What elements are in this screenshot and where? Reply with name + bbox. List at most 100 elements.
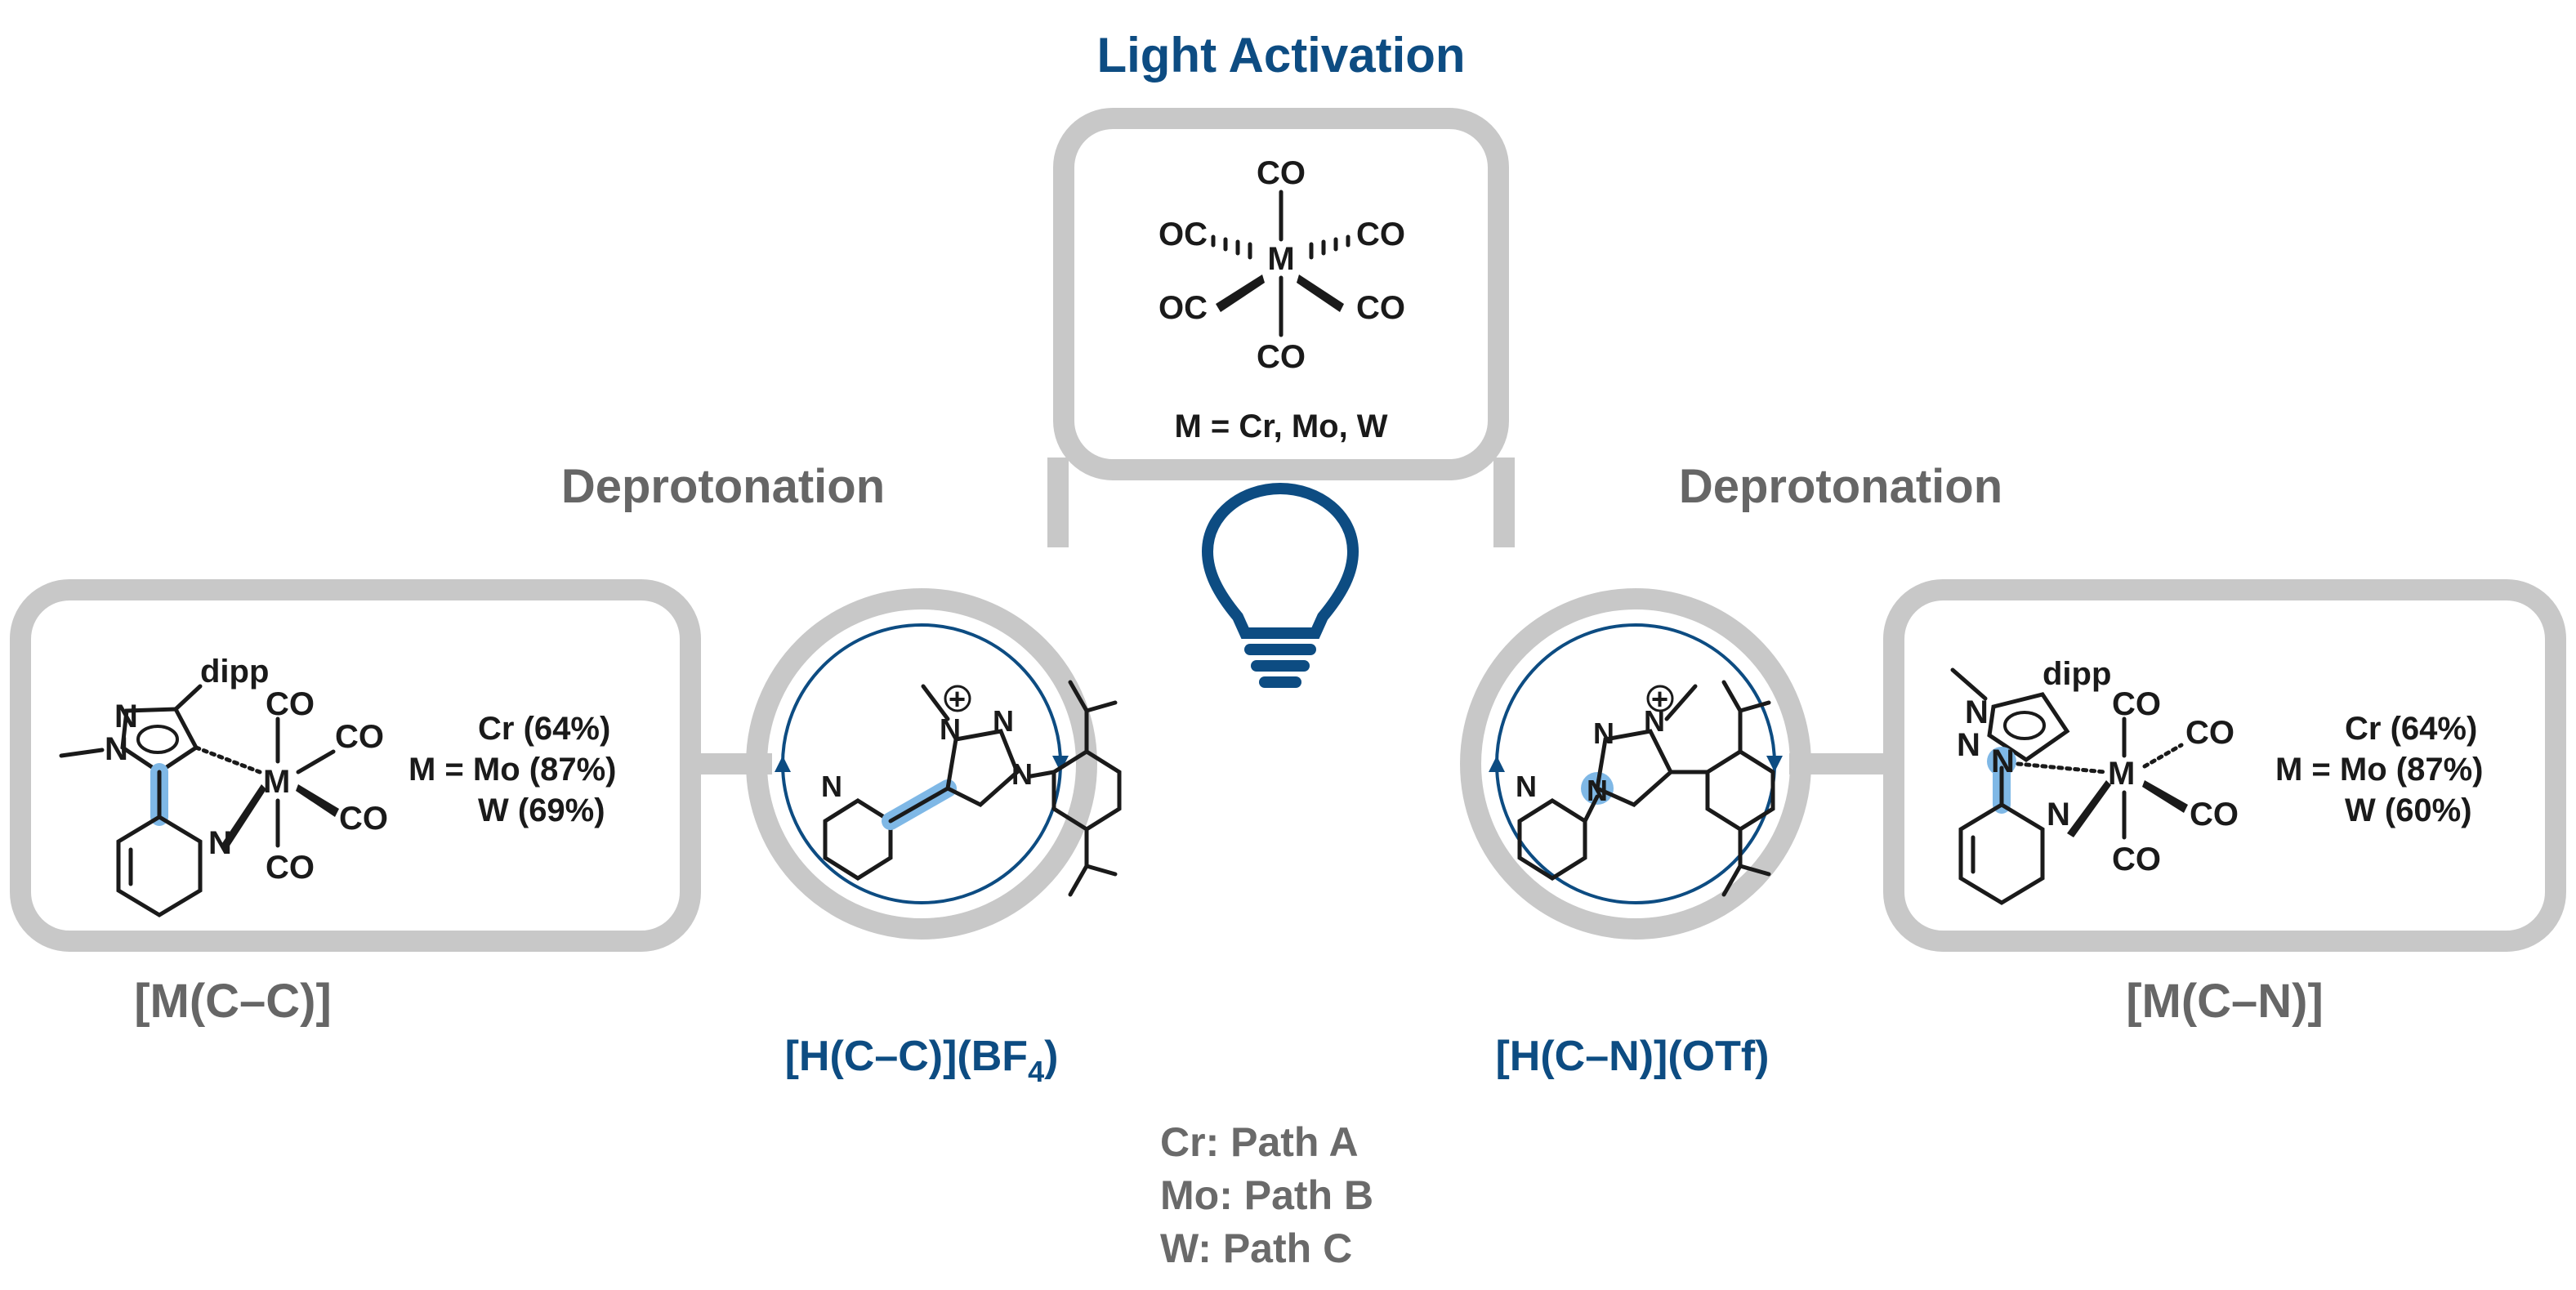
right-metal: M (2108, 756, 2135, 792)
co-upper-left: OC (1159, 216, 1208, 252)
right-ligand-plus-circle (1646, 685, 1674, 712)
right-ligand-name: [H(C–N)](OTf) (1495, 1033, 1769, 1080)
deprotonation-left-title: Deprotonation (561, 460, 885, 513)
left-cycle-arrowhead-right (1052, 756, 1069, 772)
right-triazole-ring (1987, 692, 2070, 763)
left-ligand-plus-circle (944, 685, 971, 712)
wedge-bond-left (1216, 275, 1265, 312)
right-ligand-triazole (1595, 729, 1674, 807)
scheme-frame (10, 108, 2566, 952)
right-m-co-up (2142, 743, 2184, 769)
right-ligand-structure: N N N N + (1516, 680, 1775, 897)
top-complex-box (1053, 108, 1509, 480)
light-bulb-icon (1201, 482, 1359, 688)
path-w: W: Path C (1160, 1225, 1352, 1271)
left-triazole-ring (120, 707, 199, 775)
left-triazole-delocalization (136, 725, 179, 754)
right-triazole-n2: N (1957, 727, 1980, 763)
deprotonation-right-title: Deprotonation (1679, 460, 2002, 513)
left-triazole-n2: N (105, 731, 128, 767)
right-wedge-co-down (2142, 780, 2188, 813)
left-ligand-n1: N (940, 712, 961, 746)
right-pyridine-n: N (2047, 797, 2070, 832)
left-ligand-plus: + (949, 682, 966, 716)
left-co-top: CO (266, 686, 315, 722)
right-dipp-label: dipp (2042, 656, 2111, 692)
metal-center: M (1267, 241, 1294, 277)
right-ligand-pyridine-n: N (1516, 770, 1537, 803)
left-product-name: [M(C–C)] (134, 975, 332, 1028)
path-list: Cr: Path A Mo: Path B W: Path C (1160, 1119, 1373, 1271)
hashed-bond-left (1211, 234, 1252, 260)
right-cycle-arrow (1495, 623, 1776, 904)
right-co-top: CO (2112, 686, 2161, 722)
left-dipp-label: dipp (200, 654, 269, 690)
left-metal: M (263, 764, 290, 800)
co-bottom: CO (1257, 339, 1306, 375)
right-co-right-down: CO (2190, 797, 2239, 832)
left-ligand-n2: N (993, 704, 1014, 738)
left-ligand-n3: N (1011, 757, 1033, 791)
left-wedge-co-down (296, 784, 339, 817)
left-ligand-ipr-top-a (1068, 680, 1089, 713)
right-m-n-bond (2016, 761, 2108, 774)
left-m-co-up (296, 749, 336, 774)
right-ligand-n1: N (1587, 774, 1608, 807)
right-ligand-ipr-bot-b (1738, 864, 1771, 877)
left-ligand-methyl (921, 684, 950, 721)
path-cr: Cr: Path A (1160, 1119, 1359, 1165)
right-ligand-cn-bond (1583, 794, 1600, 824)
left-ligand-n-aryl (1029, 770, 1056, 779)
wedge-bond-right (1297, 275, 1344, 312)
right-ligand-n2: N (1593, 716, 1614, 750)
left-product-structure: N N N dipp M CO CO CO CO Cr (64%) M = Mo… (59, 654, 616, 917)
right-co-bottom: CO (2112, 841, 2161, 877)
left-pyridine-ring (116, 815, 203, 917)
left-yield-cr: Cr (64%) (478, 711, 610, 747)
left-methyl (59, 748, 105, 758)
left-ligand-cc-bond (888, 786, 950, 824)
left-co-bottom: CO (266, 850, 315, 886)
right-ligand-ipr-top-b (1738, 700, 1771, 713)
path-mo: Mo: Path B (1160, 1172, 1373, 1218)
left-cycle-arrowhead-left (775, 756, 791, 772)
right-ligand-pyridine (1517, 798, 1587, 881)
right-cycle-arrowhead-right (1766, 756, 1783, 772)
co-top: CO (1257, 155, 1306, 191)
right-triazole-n3: N (1991, 743, 2015, 779)
left-ligand-ipr-bot-b (1084, 864, 1118, 877)
right-methyl (1950, 667, 1988, 701)
metal-hexacarbonyl: CO M CO OC OC CO CO M = Cr, Mo, W (1159, 155, 1405, 444)
left-ligand-ipr-bot-a (1068, 864, 1089, 897)
right-ligand-circle (1460, 588, 1811, 940)
right-pyridine-ring (1958, 802, 2045, 905)
left-triazole-n1: N (114, 699, 138, 734)
right-ligand-ipr-top-a (1721, 680, 1743, 713)
left-yield-mo: M = Mo (87%) (408, 752, 616, 788)
metal-definition: M = Cr, Mo, W (1174, 408, 1387, 444)
right-highlight-n (1987, 747, 2016, 776)
left-co-right-up: CO (335, 719, 384, 755)
left-ligand-structure: N N N N + (821, 680, 1122, 897)
right-co-right-up: CO (2185, 715, 2234, 751)
left-wedge-m-n (221, 784, 266, 850)
right-ligand-methyl (1664, 684, 1698, 721)
right-yield-cr: Cr (64%) (2345, 711, 2477, 747)
left-dipp-bond (173, 684, 203, 712)
right-cycle-arrowhead-left (1489, 756, 1505, 772)
right-yield-w: W (60%) (2345, 792, 2472, 828)
light-activation-title: Light Activation (1096, 28, 1465, 83)
left-m-triazole (194, 745, 262, 774)
left-ligand-pyridine-n: N (821, 770, 842, 803)
hashed-bond-right (1309, 234, 1351, 260)
co-upper-right: CO (1356, 216, 1405, 252)
co-lower-right: CO (1356, 290, 1405, 326)
left-ligand-circle (746, 588, 1097, 940)
right-product-name: [M(C–N)] (2126, 975, 2324, 1028)
right-triazole-n1: N (1965, 694, 1989, 730)
left-ligand-triazole (945, 729, 1020, 807)
right-yield-mo: M = Mo (87%) (2275, 752, 2483, 788)
right-product-structure: N N N N dipp M CO CO CO CO Cr (64%) M = … (1950, 656, 2483, 905)
right-ligand-plus: + (1651, 682, 1668, 716)
